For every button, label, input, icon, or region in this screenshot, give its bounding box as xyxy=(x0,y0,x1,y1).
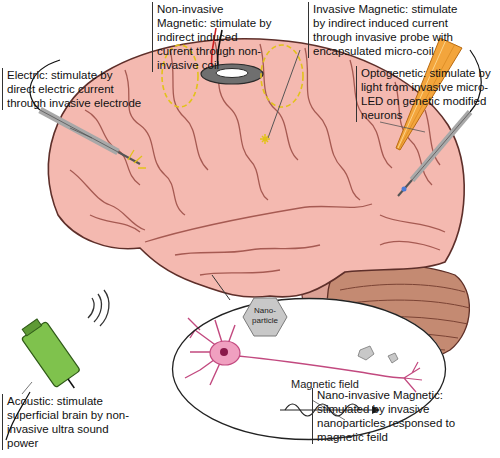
ultrasound-device xyxy=(17,316,86,397)
nanoparticle-hexagon: Nano-particle xyxy=(243,298,287,336)
inset-background xyxy=(172,298,446,440)
ultrasound-device xyxy=(68,379,74,388)
nanoparticle-hexagon-shape xyxy=(243,298,287,336)
electrode xyxy=(40,110,118,152)
neuron xyxy=(388,353,398,363)
inset-ellipse-shape xyxy=(173,299,446,440)
brain-gyri xyxy=(175,245,320,255)
brain-gyri xyxy=(200,270,280,275)
ultrasound-device xyxy=(100,290,109,326)
brain-gyri xyxy=(90,215,140,232)
callout-text: Invasive Magnetic: stimulate by indirect… xyxy=(308,2,466,58)
neuron xyxy=(358,346,374,360)
inset-ellipse-outline xyxy=(172,298,446,440)
electrode xyxy=(40,110,118,152)
opto-probe xyxy=(412,112,470,180)
micro-coil-probe xyxy=(260,50,300,144)
callout-text: Optogenetic: stimulate by light from inv… xyxy=(356,66,500,122)
ultrasound-device xyxy=(88,298,94,318)
brain-gyri xyxy=(380,241,440,250)
brain-gyri xyxy=(305,48,360,200)
inset-background xyxy=(172,275,446,440)
callout-text: Electric: stimulate by direct electric c… xyxy=(2,68,142,110)
inset-background xyxy=(212,275,230,300)
brain-gyri xyxy=(380,215,445,232)
callout-text: Non-invasive Magnetic: stimulate by indi… xyxy=(152,2,276,72)
micro-coil-probe xyxy=(260,134,270,144)
magnetic-coil xyxy=(216,69,248,78)
node-text: Magnetic field xyxy=(280,378,370,391)
brain-gyri xyxy=(260,44,298,160)
callout-text: Acoustic: stimulate superficial brain by… xyxy=(2,394,130,450)
magnetic-field-loop xyxy=(261,45,303,107)
neuron xyxy=(185,318,422,392)
opto-probe xyxy=(412,112,470,180)
micro-coil-probe xyxy=(268,50,300,138)
opto-probe xyxy=(398,180,412,196)
electrode xyxy=(70,128,92,138)
neuron xyxy=(210,341,240,365)
opto-probe xyxy=(380,122,425,132)
ultrasound-device xyxy=(22,382,32,394)
electrode xyxy=(128,150,146,168)
neuron xyxy=(220,348,228,356)
cerebellum xyxy=(340,284,465,292)
brain-gyri xyxy=(125,70,185,215)
ultrasound-device xyxy=(22,319,41,336)
opto-probe xyxy=(402,187,407,192)
neuron xyxy=(238,356,404,378)
ultrasound-device xyxy=(94,294,101,322)
node-text: Nano-particle xyxy=(245,306,285,326)
inset-ellipse: Magnetic field Nano-particle xyxy=(172,298,446,440)
